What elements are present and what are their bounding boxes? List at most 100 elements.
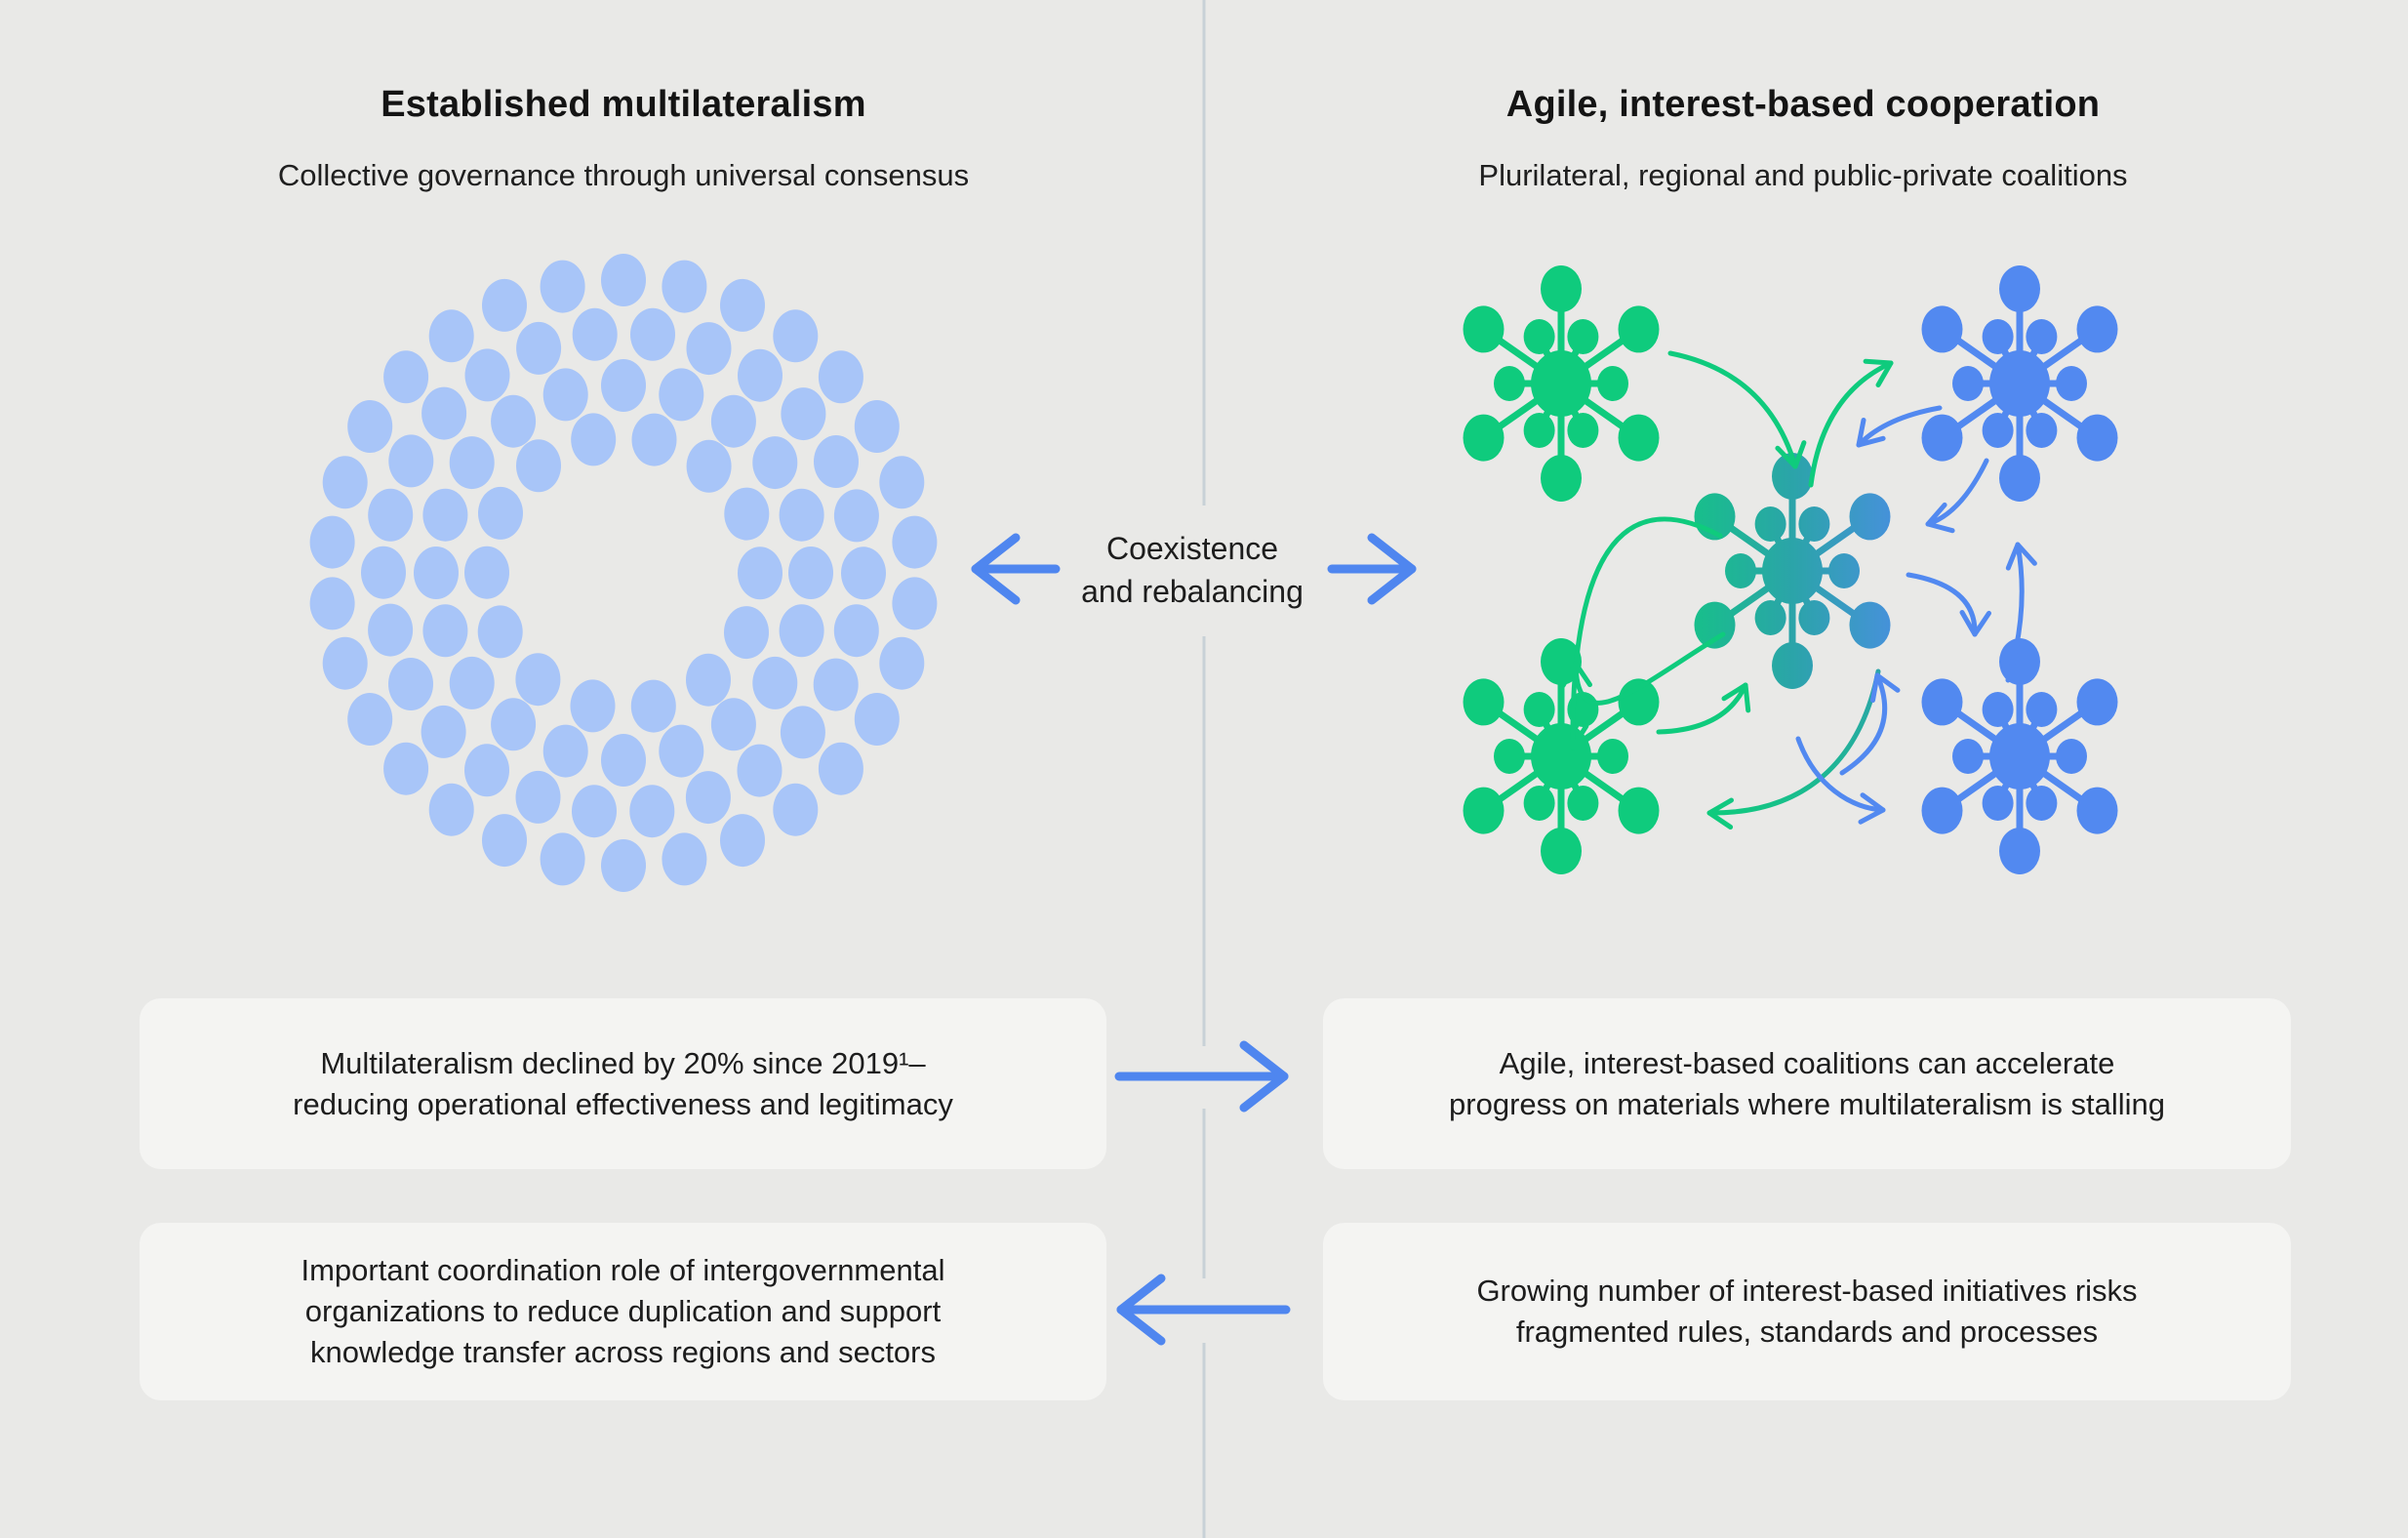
member-dot	[309, 515, 355, 569]
member-dot	[813, 658, 859, 711]
cluster-node	[1772, 453, 1813, 500]
right-panel-title: Agile, interest-based cooperation	[1505, 84, 2101, 125]
cluster-node	[1921, 414, 1963, 462]
member-dot	[542, 368, 588, 422]
member-dot	[322, 456, 368, 509]
member-dot	[854, 400, 900, 453]
cluster-node	[1772, 642, 1813, 689]
member-dot	[449, 656, 495, 709]
cluster-node	[1999, 638, 2040, 685]
member-dot	[686, 439, 732, 493]
connection-arrow	[1906, 572, 1991, 637]
network-cluster-blue-top	[1921, 265, 2118, 502]
member-dot	[833, 489, 879, 543]
cluster-node	[1597, 739, 1628, 774]
cluster-node	[1999, 265, 2040, 312]
cluster-hub	[1989, 350, 2050, 417]
member-dot	[422, 488, 468, 542]
member-dot	[601, 839, 646, 892]
network-cluster-green-top	[1463, 265, 1660, 502]
member-dot	[309, 577, 355, 630]
cluster-node	[1618, 787, 1660, 834]
member-dot	[383, 350, 429, 404]
insight-box-right-top: Agile, interest-based coalitions can acc…	[1323, 998, 2291, 1169]
member-dot	[322, 636, 368, 690]
member-dot	[879, 636, 925, 690]
member-dot	[601, 734, 646, 787]
member-dot	[347, 400, 393, 453]
cluster-node	[2026, 786, 2058, 821]
cluster-node	[2076, 305, 2118, 353]
member-dot	[773, 783, 819, 836]
cluster-node	[2076, 678, 2118, 726]
member-dot	[630, 307, 675, 361]
cluster-node	[1541, 828, 1582, 874]
member-dot	[779, 488, 824, 542]
member-dot	[662, 832, 707, 886]
cluster-node	[1725, 553, 1756, 588]
cluster-node	[1952, 366, 1984, 401]
connection-arrow	[1795, 736, 1886, 825]
member-dot	[464, 744, 509, 797]
member-dot	[818, 742, 863, 795]
member-dot	[421, 386, 467, 440]
cluster-node	[1494, 366, 1525, 401]
member-dot	[738, 348, 783, 402]
member-dot	[477, 605, 523, 659]
member-dot	[572, 307, 618, 361]
member-dot	[601, 359, 646, 412]
member-dot	[414, 546, 459, 599]
member-dot	[428, 309, 474, 363]
member-dot	[571, 413, 617, 466]
insight-box-left-bottom: Important coordination role of intergove…	[140, 1223, 1106, 1400]
connection-arrow	[1656, 682, 1751, 735]
connection-arrow	[1856, 405, 1943, 448]
cluster-node	[1523, 692, 1555, 727]
member-dot	[841, 546, 886, 600]
member-dot	[482, 814, 527, 868]
cluster-node	[1494, 739, 1525, 774]
connection-arrow	[1327, 533, 1417, 605]
member-dot	[686, 322, 732, 376]
member-dot	[738, 546, 783, 600]
cluster-node	[1999, 828, 2040, 874]
cluster-node	[1523, 786, 1555, 821]
coexistence-label-line2: and rebalancing	[1081, 574, 1304, 609]
insight-line: Important coordination role of intergove…	[301, 1253, 945, 1287]
member-dot	[892, 577, 938, 630]
cluster-node	[2026, 413, 2058, 448]
member-dot	[773, 309, 819, 363]
cluster-node	[1982, 319, 2014, 354]
connection-arrow	[1560, 631, 1726, 706]
member-dot	[421, 705, 466, 758]
member-dot	[540, 260, 585, 313]
member-dot	[879, 456, 925, 509]
member-dot	[482, 278, 527, 332]
member-dot	[710, 698, 756, 751]
consensus-dot-ring	[309, 254, 938, 892]
member-dot	[491, 394, 537, 448]
cluster-node	[1982, 692, 2014, 727]
member-dot	[720, 814, 765, 868]
cluster-node	[1921, 787, 1963, 834]
insight-line: Multilateralism declined by 20% since 20…	[320, 1045, 926, 1080]
cluster-node	[1999, 455, 2040, 502]
member-dot	[361, 546, 406, 599]
cluster-node	[1523, 319, 1555, 354]
member-dot	[368, 603, 414, 657]
insight-line: Growing number of interest-based initiat…	[1476, 1274, 2138, 1308]
left-panel-subtitle: Collective governance through universal …	[277, 158, 970, 192]
cluster-node	[1618, 305, 1660, 353]
cluster-node	[2056, 366, 2087, 401]
member-dot	[752, 436, 798, 490]
cluster-node	[1982, 413, 2014, 448]
connection-arrow	[1114, 1040, 1289, 1113]
member-dot	[659, 724, 704, 778]
connection-arrow	[1116, 1274, 1291, 1346]
member-dot	[422, 604, 468, 658]
cluster-node	[1597, 366, 1628, 401]
member-dot	[631, 413, 677, 466]
member-dot	[464, 546, 509, 599]
member-dot	[515, 653, 561, 707]
